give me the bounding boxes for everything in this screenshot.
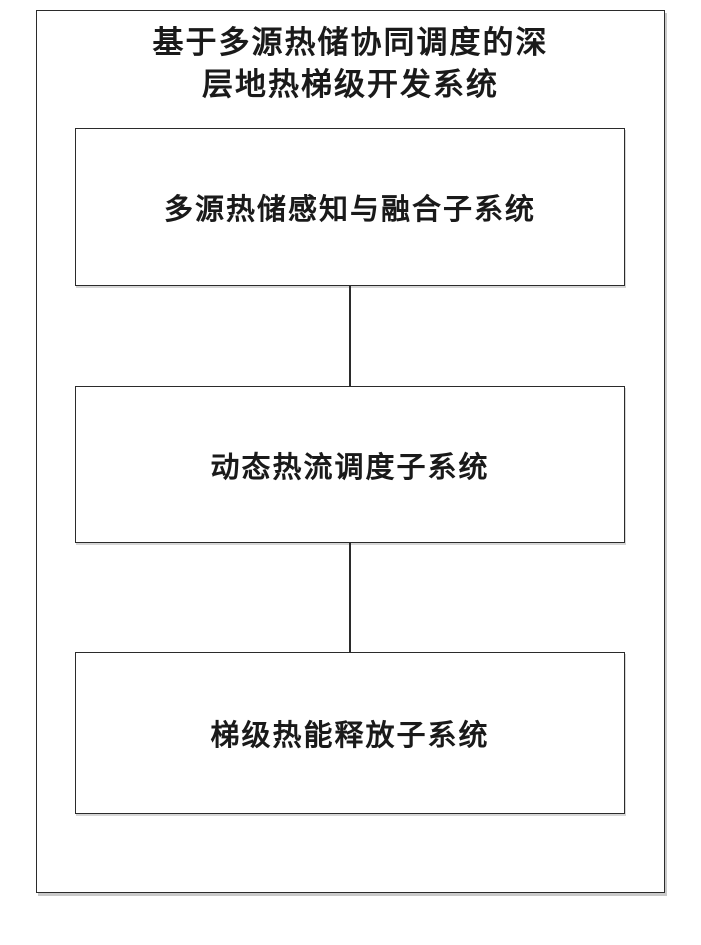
connector-line-1 bbox=[349, 286, 351, 386]
subsystem-box-sensing-fusion: 多源热储感知与融合子系统 bbox=[75, 128, 625, 286]
subsystem-box-label: 多源热储感知与融合子系统 bbox=[163, 192, 536, 226]
figure-title: 基于多源热储协同调度的深 层地热梯级开发系统 bbox=[36, 22, 665, 106]
connector-line-2 bbox=[349, 543, 351, 652]
figure-title-line-1: 基于多源热储协同调度的深 bbox=[152, 25, 549, 61]
subsystem-box-cascade-release: 梯级热能释放子系统 bbox=[75, 652, 625, 814]
subsystem-box-label: 动态热流调度子系统 bbox=[210, 449, 490, 484]
subsystem-box-label: 梯级热能释放子系统 bbox=[210, 718, 490, 752]
figure-title-line-2: 层地热梯级开发系统 bbox=[202, 67, 499, 103]
subsystem-box-dynamic-heatflow: 动态热流调度子系统 bbox=[75, 386, 625, 543]
